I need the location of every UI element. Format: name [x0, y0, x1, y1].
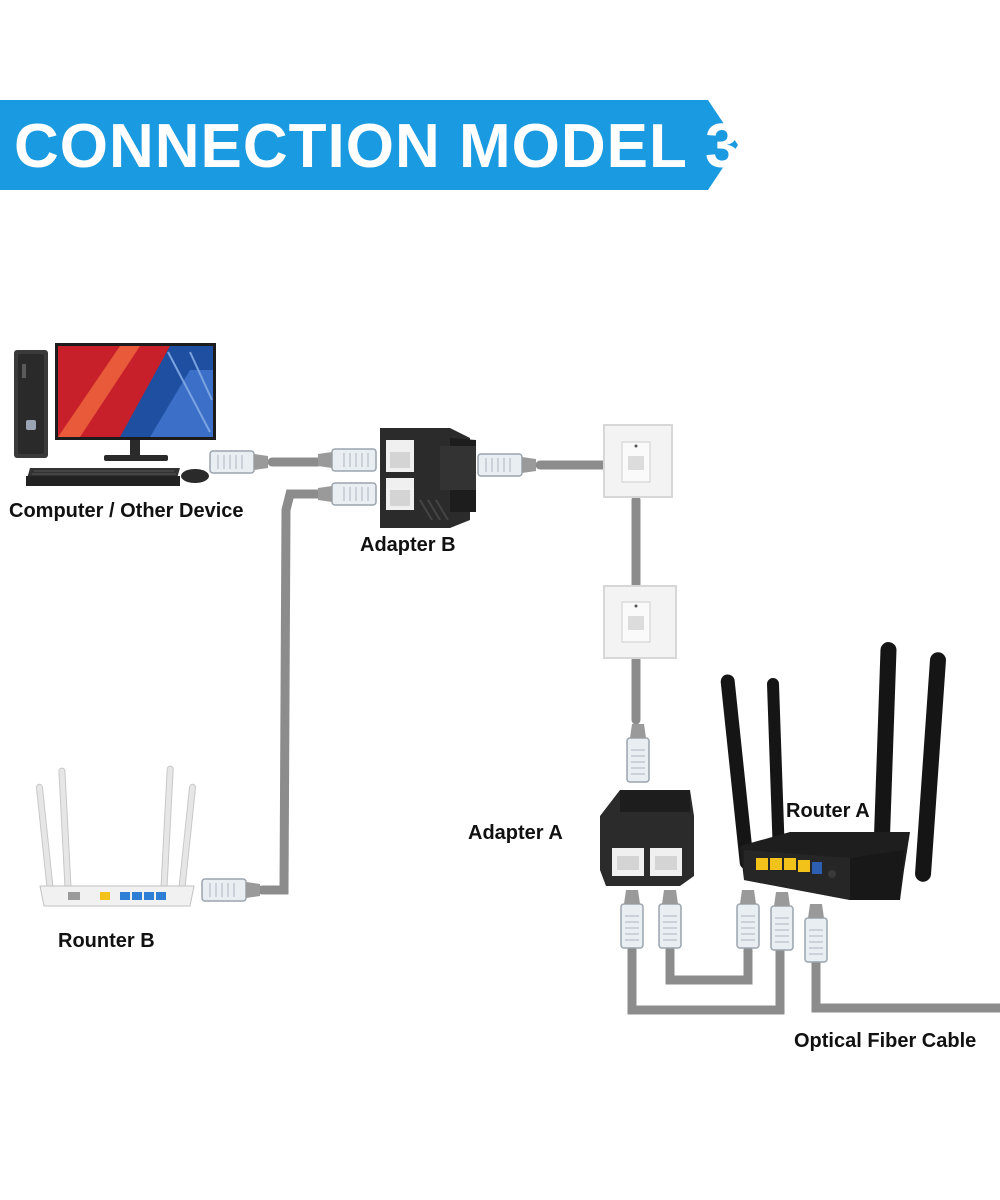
banner-title: CONNECTION MODEL 3: [14, 112, 741, 181]
keyboard-icon: [26, 468, 180, 486]
cable-adapter-b-router-b: [257, 489, 323, 895]
wall-socket-icon: [603, 585, 677, 659]
cables: [257, 457, 1000, 1015]
banner-arrow-shape: [0, 100, 738, 190]
wifi-router-icon: [720, 642, 946, 900]
ethernet-splitter-icon: [600, 790, 694, 886]
computer: [14, 343, 216, 486]
cable-loop-outer: [627, 945, 785, 1015]
cable-fiber: [811, 957, 1000, 1013]
wall-socket-icon: [603, 424, 673, 498]
mouse-icon: [181, 469, 209, 483]
router-a-label: Router A: [786, 800, 870, 822]
title-banner: [0, 100, 740, 190]
adapter-a-label: Adapter A: [468, 822, 563, 844]
computer-label: Computer / Other Device: [9, 500, 244, 522]
monitor-icon: [55, 343, 216, 461]
fiber-cable-label: Optical Fiber Cable: [794, 1030, 977, 1052]
router-b-label: Rounter B: [58, 930, 155, 952]
cable-loop-inner: [665, 945, 753, 985]
wifi-router-icon: [35, 765, 197, 907]
ethernet-splitter-icon: [380, 428, 476, 528]
adapter-b-label: Adapter B: [360, 534, 456, 556]
computer-icon: [14, 350, 48, 458]
